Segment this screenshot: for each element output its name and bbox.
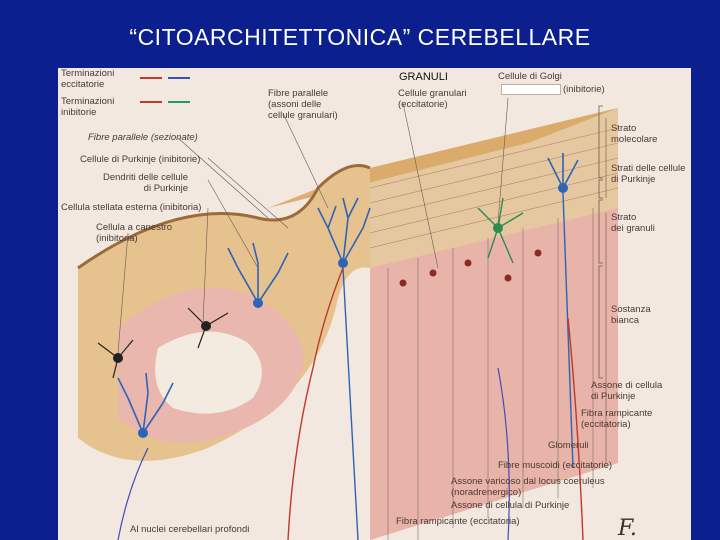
climbing-fibres (287, 267, 584, 540)
label-nuclei-cerebellari: Al nuclei cerebellari profondi (130, 524, 250, 535)
label-fibre-muscoidi: Fibre muscoidi (eccitatorie) (498, 460, 613, 471)
label-cellule-granulari: Cellule granulari (eccitatorie) (398, 88, 467, 110)
label-fibre-parallele-assoni: Fibre parallele (assoni delle cellule gr… (268, 88, 338, 121)
mossy-fibres (117, 367, 510, 540)
label-dendriti-purkinje: Dendriti delle cellule di Purkinje (103, 172, 189, 194)
layer-brackets (598, 105, 603, 379)
label-cellula-stellata: Cellula stellata esterna (inibitoria) (61, 202, 202, 213)
label-cellule-purkinje: Cellule di Purkinje (inibitorie) (80, 154, 201, 165)
slide-title: “CITOARCHITETTONICA” CEREBELLARE (129, 24, 591, 50)
parallel-fibres (369, 127, 619, 249)
label-golgi-inibitorie: (inibitorie) (563, 84, 605, 95)
legend-inhibitory: Terminazioni inibitorie (61, 96, 115, 118)
legend-arrows (140, 77, 190, 103)
label-strati-purkinje: Strati delle cellule di Purkinje (611, 163, 686, 185)
label-assone-purkinje-right: Assone di cellula di Purkinje (591, 380, 663, 402)
label-cellule-golgi: Cellule di Golgi (498, 71, 562, 82)
granuli-label: GRANULI (399, 71, 448, 83)
purkinje-cell-2 (227, 242, 289, 308)
label-assone-purkinje-bottom: Assone di cellula di Purkinje (451, 500, 570, 511)
label-sostanza-bianca: Sostanza bianca (611, 304, 651, 326)
folium-white-matter (155, 331, 262, 414)
label-fibra-rampicante-right: Fibra rampicante (eccitatoria) (581, 408, 653, 430)
vertical-fibres (387, 208, 594, 540)
stellate-cell (97, 339, 134, 379)
cerebellum-diagram: Terminazioni eccitatorie Terminazioni in… (58, 68, 691, 540)
label-glomeruli: Glomeruli (548, 440, 589, 451)
label-fibra-rampicante-bottom: Fibra rampicante (eccitatoria) (396, 516, 520, 527)
leader-lines (117, 97, 607, 463)
golgi-cell (477, 197, 524, 264)
label-assone-varicoso: Assone varicoso dal locus coeruleus (nor… (451, 476, 605, 498)
purkinje-cell-4 (547, 153, 579, 469)
label-fibre-parallele-sezionate: Fibre parallele (sezionate) (88, 132, 198, 143)
cerebellum-illustration (58, 68, 691, 540)
label-cellula-canestro: Cellula a canestro (inibitoria) (96, 222, 173, 244)
purkinje-cell-1 (317, 197, 371, 540)
label-strato-molecolare: Strato molecolare (611, 123, 658, 145)
redaction-box (501, 84, 561, 95)
legend-excitatory: Terminazioni eccitatorie (61, 68, 115, 90)
artist-signature: F. Netter (618, 516, 637, 540)
basket-cell (187, 307, 229, 349)
label-strato-granuli: Strato dei granuli (611, 212, 655, 234)
purkinje-cell-3 (117, 372, 174, 438)
